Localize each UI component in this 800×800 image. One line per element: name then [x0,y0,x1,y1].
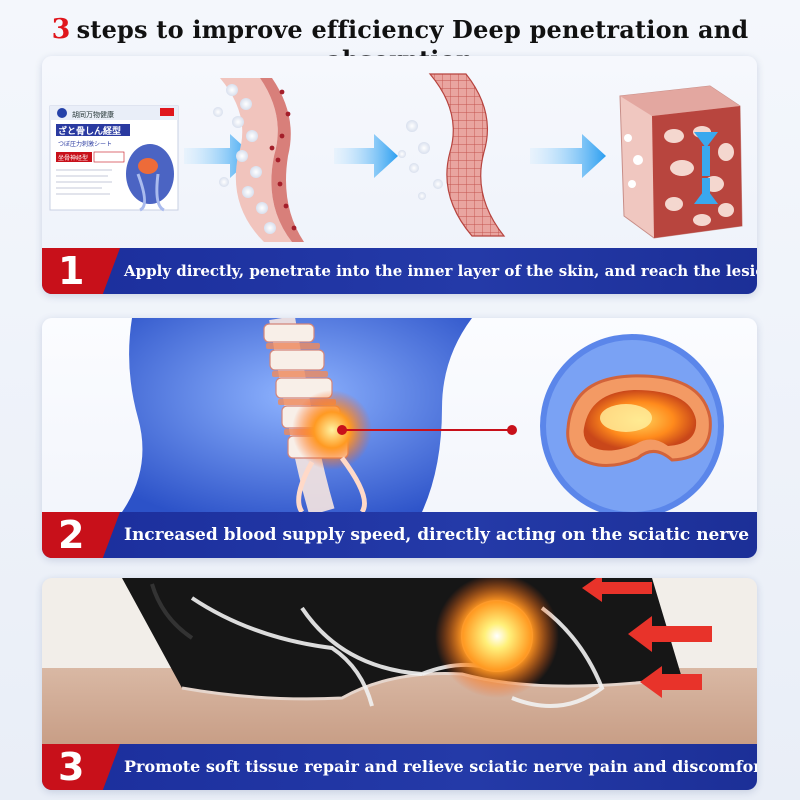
step-banner-1: 1 Apply directly, penetrate into the inn… [42,248,757,294]
pelvis-illustration [42,578,757,744]
penetration-arrow-3 [530,134,606,178]
pointer-origin-dot [337,425,347,435]
skin-layer-2 [398,73,506,237]
tissue-block [619,85,743,239]
product-tag: 坐骨神经型 [58,154,88,162]
hip-pain-glow [435,578,559,698]
product-subtitle: つぼ圧力刺激シート [58,140,112,148]
step-description: Promote soft tissue repair and relieve s… [124,757,757,776]
step-panel-1: 胡同万物健康 ざと骨しん経型 つぼ圧力刺激シート 坐骨神经型 [42,56,757,294]
headline-number: 3 [51,14,71,45]
sciatic-nerve-illustration [122,318,724,512]
step-number: 1 [58,249,85,293]
step-banner-2: 2 Increased blood supply speed, directly… [42,512,757,558]
step-number: 3 [58,745,85,789]
product-box: 胡同万物健康 ざと骨しん経型 つぼ圧力刺激シート 坐骨神经型 [49,105,179,212]
skin-layer-1 [213,78,304,242]
step-panel-3: 3 Promote soft tissue repair and relieve… [42,578,757,790]
skin-penetration-illustration: 胡同万物健康 ざと骨しん経型 つぼ圧力刺激シート 坐骨神经型 [49,73,743,242]
pointer-end-dot [507,425,517,435]
pressure-arrows [582,578,712,698]
step-banner-3: 3 Promote soft tissue repair and relieve… [42,744,757,790]
step-description: Apply directly, penetrate into the inner… [124,262,757,280]
step-description: Increased blood supply speed, directly a… [124,525,750,545]
step-number: 2 [58,513,85,557]
penetration-arrow-2 [334,134,398,178]
step-panel-2: 2 Increased blood supply speed, directly… [42,318,757,558]
spine [263,318,372,512]
product-name: ざと骨しん経型 [58,125,121,137]
svg-text:胡同万物健康: 胡同万物健康 [72,110,114,119]
disc-zoom-circle [540,334,724,512]
